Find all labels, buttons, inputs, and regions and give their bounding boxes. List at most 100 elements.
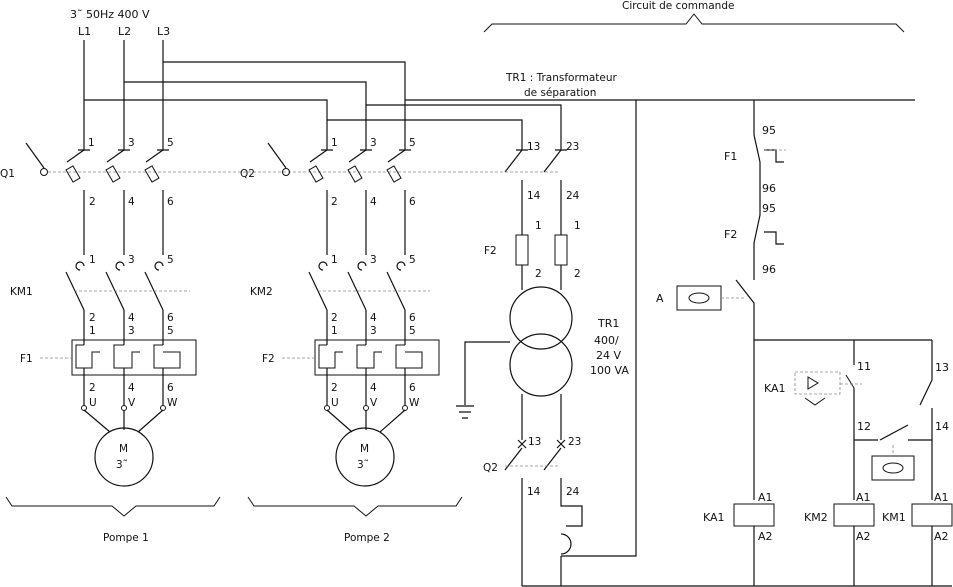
svg-text:13: 13 bbox=[935, 361, 949, 374]
km2-power-label: KM2 bbox=[250, 286, 273, 298]
phase-l1-label: L1 bbox=[78, 25, 91, 38]
svg-text:6: 6 bbox=[409, 312, 416, 324]
tr1-title-line1: TR1 : Transformateur bbox=[505, 72, 617, 84]
svg-text:U: U bbox=[89, 397, 97, 409]
f1-power-label: F1 bbox=[20, 353, 33, 365]
svg-text:5: 5 bbox=[167, 137, 174, 149]
ka1-contact-label: KA1 bbox=[764, 382, 786, 395]
svg-text:2: 2 bbox=[331, 382, 338, 394]
tr1-secondary-winding bbox=[509, 333, 573, 397]
tr1-voltage-secondary: 24 V bbox=[596, 349, 621, 362]
tr1-title-line2: de séparation bbox=[524, 87, 596, 99]
button-a-label: A bbox=[656, 292, 664, 305]
svg-text:V: V bbox=[128, 397, 136, 409]
coil-km1 bbox=[911, 503, 953, 527]
km1-power-label: KM1 bbox=[10, 286, 33, 298]
svg-text:13: 13 bbox=[528, 436, 541, 448]
pompe-2-label: Pompe 2 bbox=[344, 532, 390, 544]
coil-ka1 bbox=[733, 503, 775, 527]
svg-text:3: 3 bbox=[128, 254, 135, 266]
svg-text:W: W bbox=[409, 397, 420, 409]
svg-text:3: 3 bbox=[370, 325, 377, 337]
svg-text:23: 23 bbox=[566, 141, 579, 153]
coil-km2-label: KM2 bbox=[804, 511, 828, 524]
svg-text:14: 14 bbox=[935, 420, 949, 433]
f2-fuse-label: F2 bbox=[484, 245, 497, 257]
motor-1-letter: M bbox=[119, 443, 128, 455]
svg-text:1: 1 bbox=[89, 325, 96, 337]
svg-text:A1: A1 bbox=[856, 491, 871, 504]
svg-text:95: 95 bbox=[762, 202, 776, 215]
svg-text:24: 24 bbox=[566, 190, 580, 202]
svg-text:A2: A2 bbox=[934, 530, 949, 543]
svg-text:1: 1 bbox=[331, 137, 338, 149]
svg-text:A2: A2 bbox=[856, 530, 871, 543]
control-circuit-title: Circuit de commande bbox=[622, 0, 734, 12]
coil-km2 bbox=[833, 503, 875, 527]
supply-label: 3˜ 50Hz 400 V bbox=[70, 8, 150, 21]
svg-text:95: 95 bbox=[762, 124, 776, 137]
svg-text:W: W bbox=[167, 397, 178, 409]
svg-text:4: 4 bbox=[128, 382, 135, 394]
svg-text:2: 2 bbox=[89, 382, 96, 394]
svg-text:U: U bbox=[331, 397, 339, 409]
control-circuit: Circuit de commande 95 F1 96 95 F2 96 A … bbox=[483, 0, 953, 586]
svg-text:1: 1 bbox=[89, 254, 96, 266]
power-bus bbox=[83, 40, 636, 150]
q2-aux-label: Q2 bbox=[483, 462, 498, 474]
motor-2-phase: 3˜ bbox=[357, 459, 369, 471]
coil-ka1-label: KA1 bbox=[703, 511, 725, 524]
svg-text:3: 3 bbox=[128, 325, 135, 337]
svg-text:3: 3 bbox=[128, 137, 135, 149]
svg-text:3: 3 bbox=[370, 254, 377, 266]
tr1-power: 100 VA bbox=[590, 364, 629, 377]
svg-text:2: 2 bbox=[574, 268, 581, 280]
svg-text:5: 5 bbox=[409, 137, 416, 149]
svg-text:5: 5 bbox=[409, 325, 416, 337]
svg-text:1: 1 bbox=[331, 254, 338, 266]
svg-text:96: 96 bbox=[762, 182, 776, 195]
svg-text:1: 1 bbox=[574, 220, 581, 232]
svg-text:6: 6 bbox=[167, 196, 174, 208]
q2-power-label: Q2 bbox=[240, 168, 255, 180]
f1-aux-label: F1 bbox=[724, 150, 737, 163]
svg-text:2: 2 bbox=[535, 268, 542, 280]
f2-aux-label: F2 bbox=[724, 228, 737, 241]
tr1-voltage-primary: 400/ bbox=[594, 334, 619, 347]
tr1-primary-winding bbox=[509, 286, 573, 350]
tr1-label: TR1 bbox=[597, 317, 619, 330]
motor-2-symbol bbox=[335, 427, 395, 487]
svg-text:2: 2 bbox=[331, 312, 338, 324]
svg-text:6: 6 bbox=[167, 382, 174, 394]
svg-text:1: 1 bbox=[331, 325, 338, 337]
svg-text:96: 96 bbox=[762, 263, 776, 276]
svg-text:4: 4 bbox=[370, 382, 377, 394]
svg-text:6: 6 bbox=[167, 312, 174, 324]
phase-l2-label: L2 bbox=[118, 25, 131, 38]
svg-text:6: 6 bbox=[409, 382, 416, 394]
svg-text:14: 14 bbox=[527, 486, 541, 498]
svg-text:4: 4 bbox=[128, 196, 135, 208]
svg-text:24: 24 bbox=[566, 486, 580, 498]
svg-text:A2: A2 bbox=[758, 530, 773, 543]
motor-2-letter: M bbox=[360, 443, 369, 455]
coil-km1-label: KM1 bbox=[882, 511, 906, 524]
svg-text:14: 14 bbox=[527, 190, 541, 202]
svg-text:3: 3 bbox=[370, 137, 377, 149]
motor-1-symbol bbox=[94, 427, 154, 487]
svg-text:5: 5 bbox=[167, 325, 174, 337]
motor-1-phase: 3˜ bbox=[116, 459, 128, 471]
svg-text:4: 4 bbox=[128, 312, 135, 324]
f2-power-label: F2 bbox=[262, 353, 275, 365]
svg-text:1: 1 bbox=[88, 137, 95, 149]
svg-text:6: 6 bbox=[409, 196, 416, 208]
svg-text:12: 12 bbox=[857, 420, 871, 433]
svg-text:23: 23 bbox=[568, 436, 581, 448]
svg-text:4: 4 bbox=[370, 196, 377, 208]
svg-text:5: 5 bbox=[409, 254, 416, 266]
svg-text:13: 13 bbox=[527, 141, 540, 153]
pompe-1-label: Pompe 1 bbox=[103, 532, 149, 544]
